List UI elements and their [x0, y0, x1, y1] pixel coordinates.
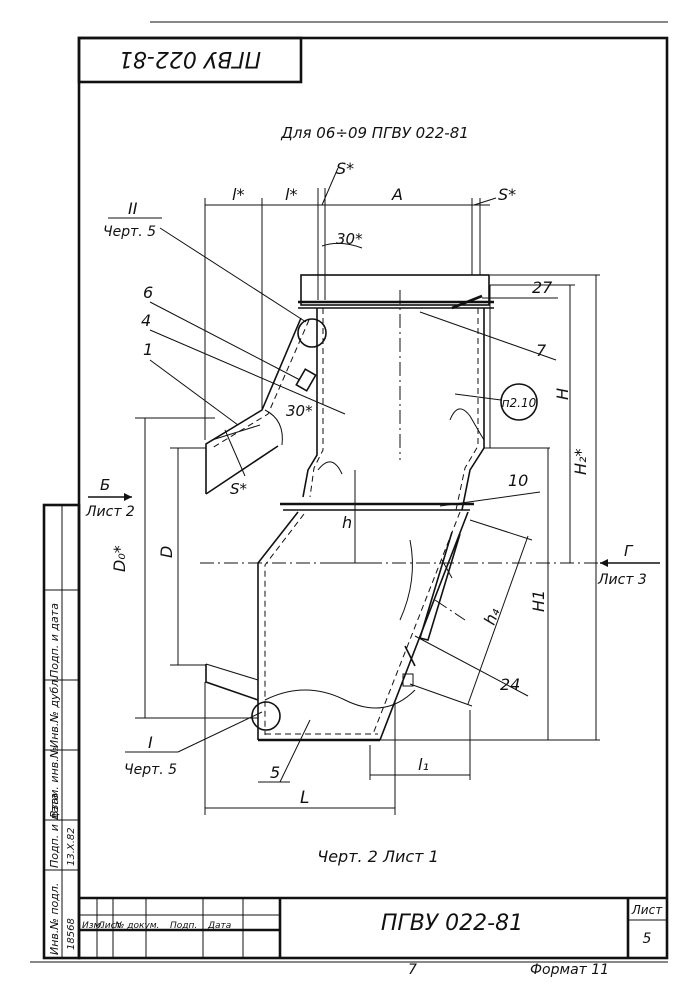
dim-l: L	[300, 788, 309, 808]
tb-doc-code: ПГВУ 022-81	[381, 911, 523, 936]
dim-h2-star: H₂*	[571, 449, 590, 475]
dim-angle-30-top: 30*	[336, 230, 363, 248]
callout-view-g-ref: Лист 3	[597, 572, 647, 588]
dim-s-star-top: S*	[336, 159, 354, 178]
dim-d0-star: D₀*	[110, 545, 129, 572]
callout-detail-ii: II	[128, 199, 138, 218]
strip-field-inv: Инв.№ подл.	[48, 883, 61, 955]
drawing-caption: Черт. 2 Лист 1	[317, 847, 439, 866]
strip-field-dubl: Инв.№ дубл.	[48, 676, 61, 748]
drawing-frame	[77, 36, 669, 960]
left-dimensions: D₀* D S* 30*	[110, 402, 313, 719]
dim-h: h	[342, 513, 352, 532]
tb-col-date: Дата	[207, 921, 231, 931]
rotated-stamp-text: ПГВУ 022-81	[119, 46, 261, 71]
strip-sign-value: 13.Х.82	[66, 827, 77, 866]
callout-pos-24: 24	[500, 675, 520, 694]
callout-detail-ii-ref: Черт. 5	[103, 224, 156, 240]
callouts: II Черт. 5 6 4 1 Б Лист 2 27 7 п2.10 10 …	[85, 199, 660, 783]
tb-col-doc: № докум.	[114, 921, 159, 931]
bottom-dimensions: L l₁	[204, 682, 471, 815]
dim-h4: h₄	[480, 605, 504, 628]
tb-col-list: Лист	[97, 921, 122, 931]
tb-sheet-label: Лист	[631, 903, 663, 917]
dim-h1: H1	[529, 590, 548, 612]
callout-pos-6: 6	[143, 283, 153, 302]
vessel-body	[205, 274, 494, 742]
callout-pos-4: 4	[141, 311, 151, 330]
top-dimensions: l* l* S* A S* 30*	[204, 159, 516, 440]
callout-view-b: Б	[100, 476, 110, 494]
dim-l1: l₁	[418, 755, 429, 774]
tb-sheet-no: 5	[643, 931, 652, 947]
tb-col-izm: Изм.	[82, 921, 103, 931]
dim-s-star-right: S*	[498, 185, 516, 204]
callout-pos-1: 1	[143, 340, 153, 359]
dim-l-star-2: l*	[285, 185, 297, 204]
tb-format: Формат 11	[530, 962, 609, 978]
title-block: Изм. Лист № докум. Подп. Дата ПГВУ 022-8…	[30, 896, 668, 978]
strip-inv-value: 18568	[66, 918, 77, 950]
dim-d: D	[157, 546, 176, 558]
callout-pos-27: 27	[532, 278, 553, 297]
dim-angle-30-left: 30*	[286, 402, 313, 420]
callout-detail-i-ref: Черт. 5	[124, 762, 177, 778]
side-strip: Инв.№ подл. Подп. и дата Взам. инв.№ Инв…	[42, 503, 81, 960]
tb-page-no: 7	[408, 962, 417, 978]
rotated-stamp: ПГВУ 022-81	[77, 36, 303, 84]
callout-note-circle: п2.10	[502, 396, 537, 410]
strip-field-sign-2: Подп. и дата	[48, 603, 61, 678]
note-circle	[500, 383, 538, 421]
callout-view-g: Г	[624, 542, 634, 560]
callout-pos-5: 5	[270, 763, 280, 782]
right-dimensions: H H₂* H1 h₄ h	[200, 274, 600, 741]
strip-field-sign-1: Подп. и дата	[48, 793, 61, 868]
dim-a: A	[391, 185, 403, 204]
callout-detail-i: I	[148, 733, 153, 752]
strip-field-vzam: Взам. инв.№	[48, 747, 61, 818]
dim-l-star-1: l*	[232, 185, 244, 204]
callout-pos-7: 7	[536, 341, 547, 360]
callout-pos-10: 10	[508, 471, 528, 490]
header-note: Для 06÷09 ПГВУ 022-81	[280, 124, 469, 142]
dim-h-upper: H	[553, 388, 572, 400]
callout-view-b-ref: Лист 2	[85, 504, 135, 520]
tb-col-sign: Подп.	[170, 921, 197, 931]
dim-s-star-left: S*	[230, 480, 248, 498]
